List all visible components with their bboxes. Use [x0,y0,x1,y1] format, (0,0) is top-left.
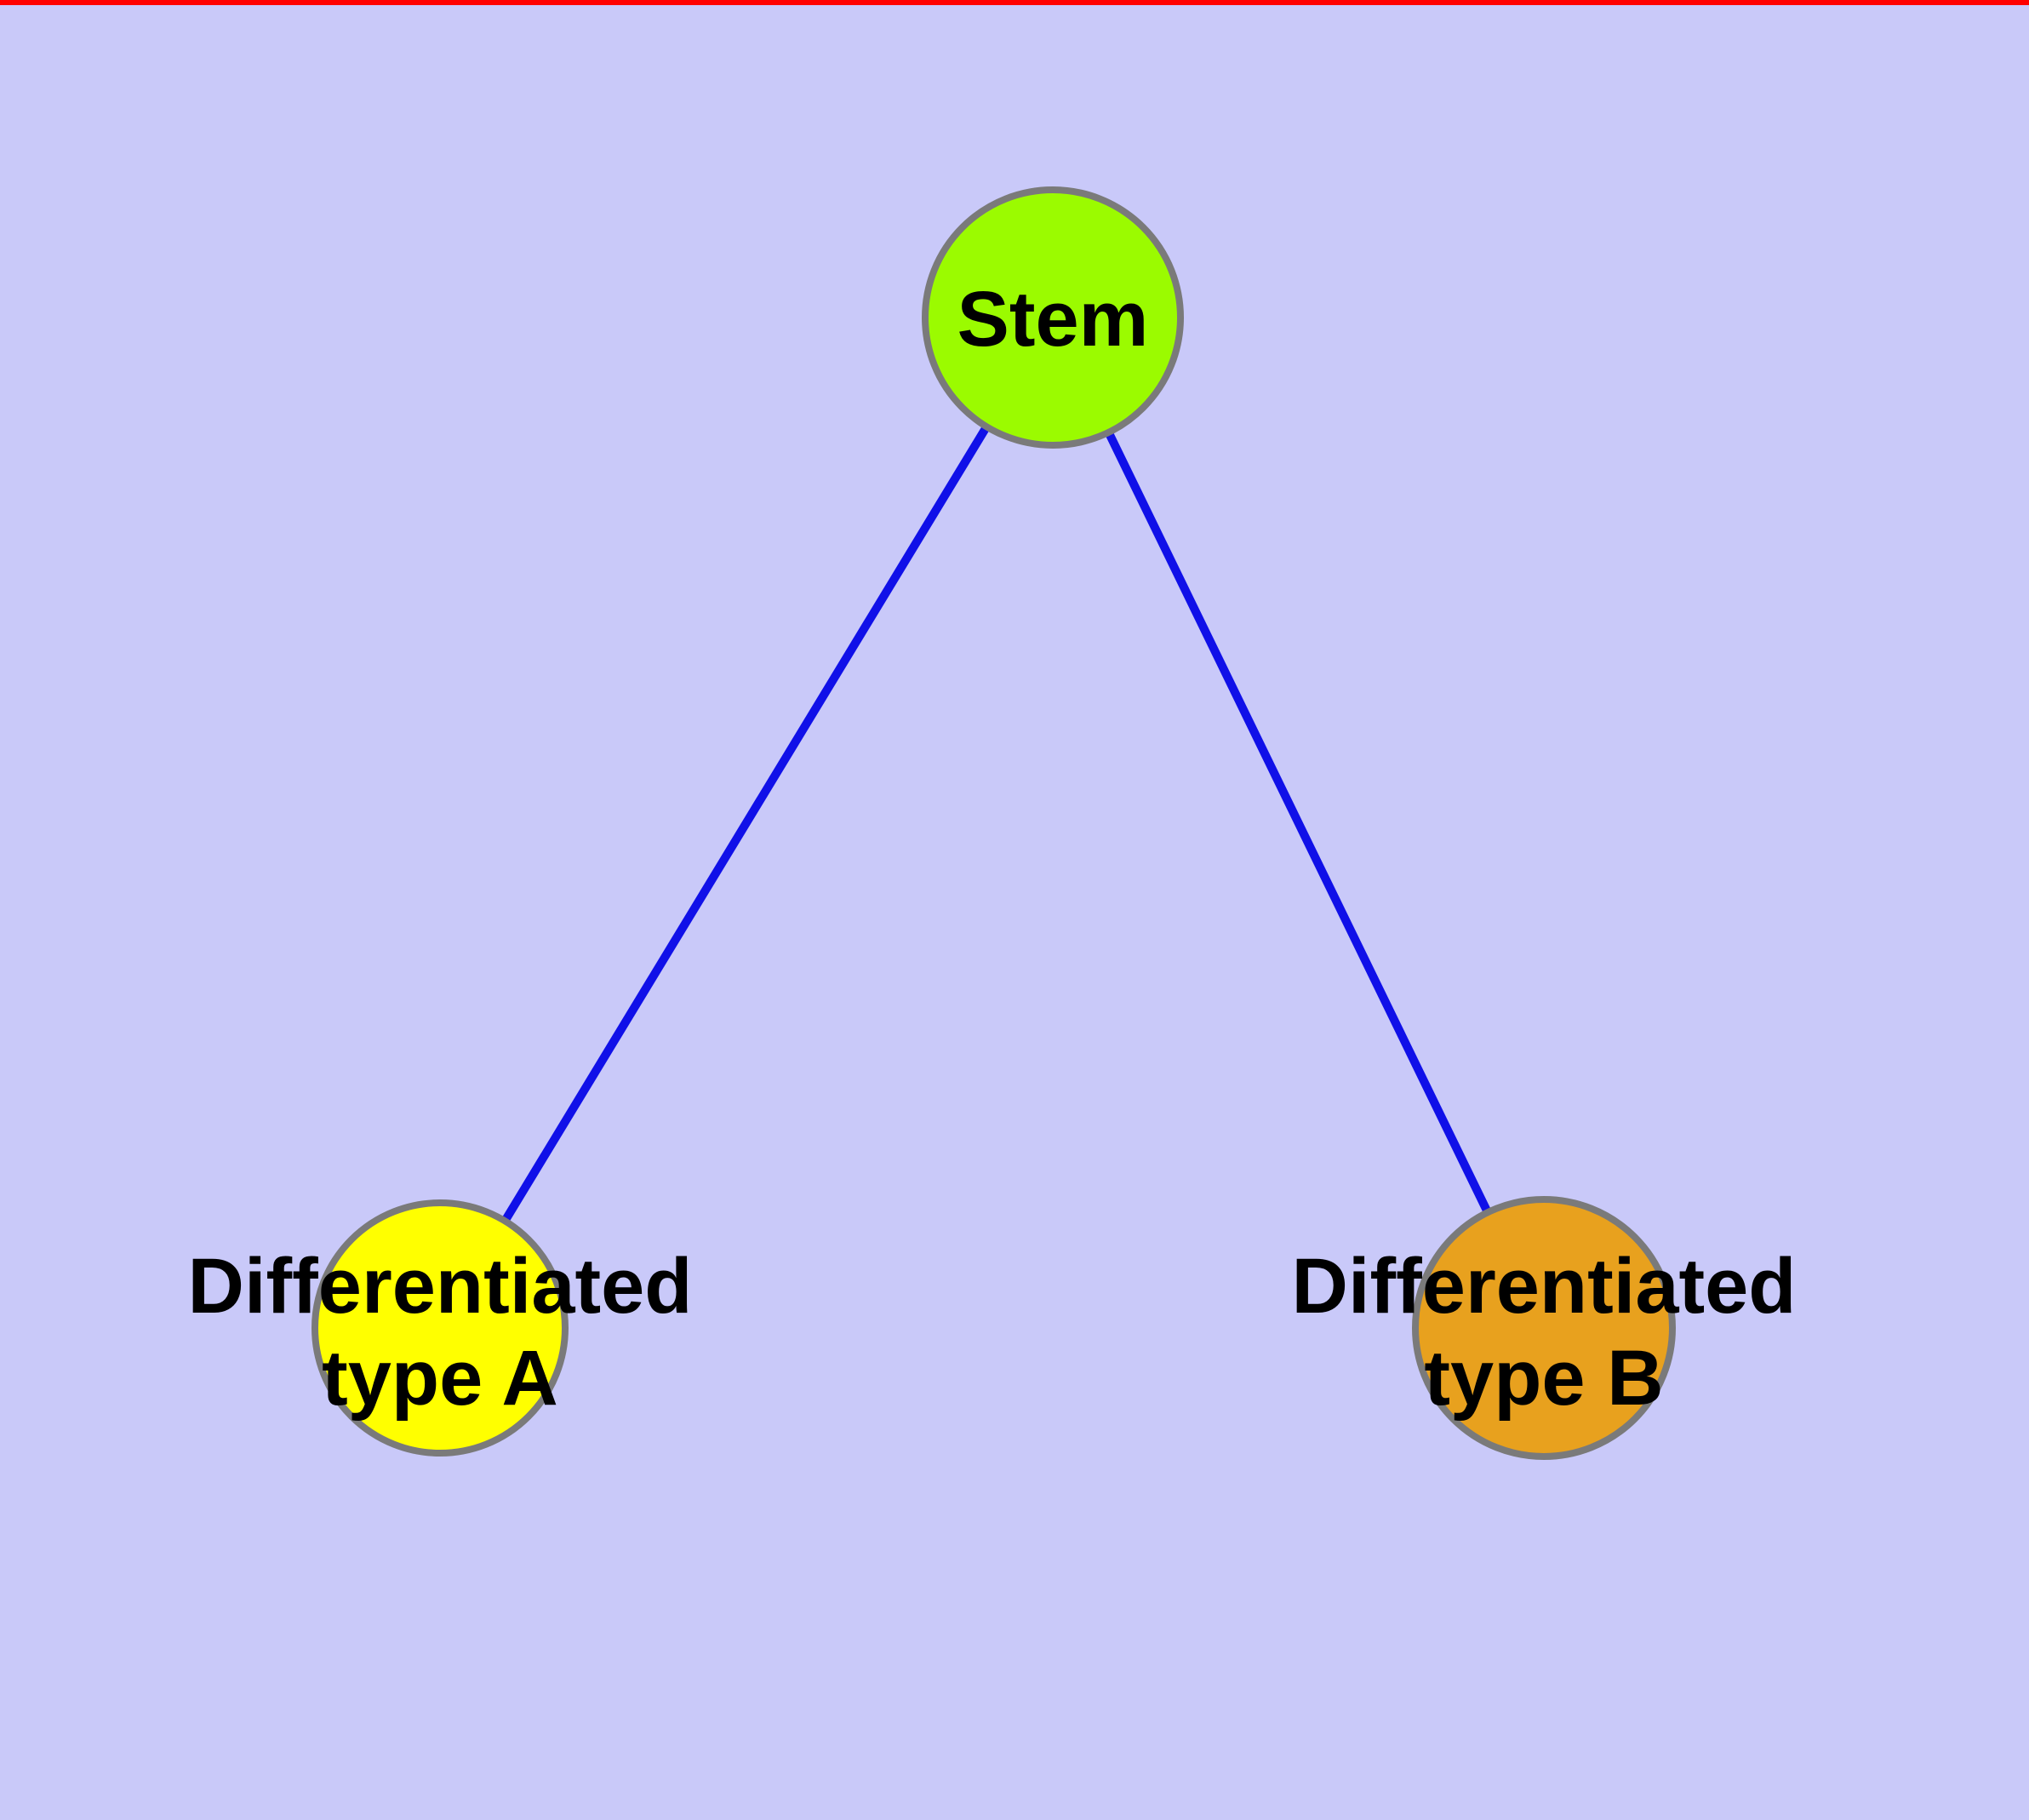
node-stem [922,186,1184,449]
node-stem-label: Stem [957,276,1149,363]
node-type-b-label-line2: type B [1424,1335,1663,1422]
edge-stem-to-type-b [1049,315,1548,1331]
node-differentiated-type-a [311,1199,569,1457]
node-differentiated-type-b [1412,1196,1676,1460]
node-type-b-label-line1: Differentiated [1292,1243,1797,1330]
edge-stem-to-type-a [436,315,1057,1331]
node-type-a-label-line2: type A [322,1335,558,1422]
node-type-a-label-line1: Differentiated [188,1243,693,1330]
top-border [0,0,2029,5]
